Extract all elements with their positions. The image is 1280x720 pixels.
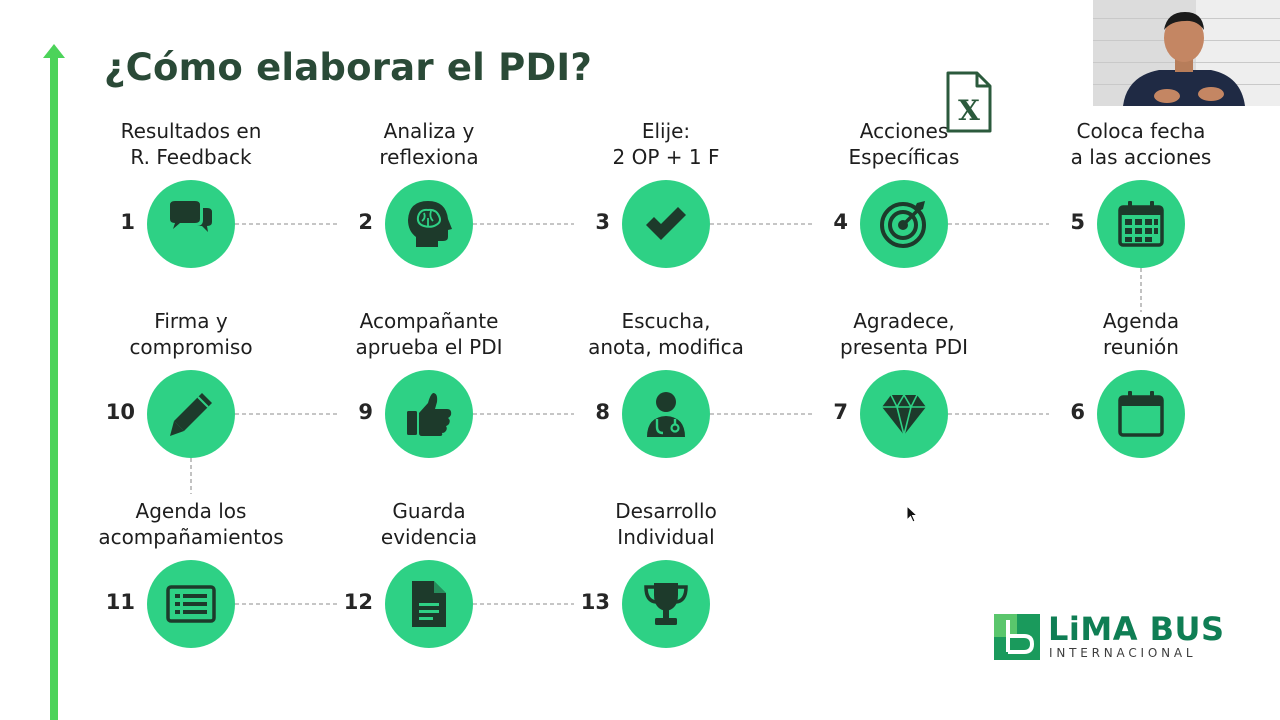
- document-icon: [412, 581, 446, 627]
- step-number: 3: [595, 210, 610, 234]
- step-label-line: Agradece,: [853, 309, 955, 333]
- step-circle: [147, 560, 235, 648]
- step-label-line: Coloca fecha: [1076, 119, 1206, 143]
- step-label-line: Resultados en: [120, 119, 262, 143]
- step-label-line: Firma y: [154, 309, 228, 333]
- vertical-accent-line: [50, 56, 58, 720]
- step-label-line: a las acciones: [1070, 145, 1212, 169]
- arrow-up-icon: [43, 44, 65, 58]
- step-circle: [385, 370, 473, 458]
- step-circle: [385, 180, 473, 268]
- mouse-cursor-icon: [906, 505, 918, 523]
- excel-file-icon: X: [946, 71, 992, 133]
- step-label-line: Guarda: [392, 499, 466, 523]
- step-label-line: presenta PDI: [840, 335, 968, 359]
- step-label: Elije:2 OP + 1 F: [541, 118, 791, 170]
- webcam-video: [1093, 0, 1280, 106]
- svg-text:X: X: [958, 94, 980, 127]
- step-circle: [1097, 370, 1185, 458]
- step-label-line: Elije:: [641, 119, 691, 143]
- step-label-line: Específicas: [848, 145, 960, 169]
- step-label-line: reflexiona: [379, 145, 479, 169]
- page-title: ¿Cómo elaborar el PDI?: [104, 46, 593, 89]
- step-circle: [1097, 180, 1185, 268]
- step-circle: [860, 370, 948, 458]
- step-label: Escucha,anota, modifica: [541, 308, 791, 360]
- bus-logo-icon: [994, 614, 1040, 660]
- step-number: 9: [358, 400, 373, 424]
- checkmark-icon: [646, 207, 686, 240]
- step-label-line: reunión: [1103, 335, 1179, 359]
- step-label-line: aprueba el PDI: [355, 335, 503, 359]
- list-card-icon: [166, 585, 216, 623]
- step-circle: [622, 370, 710, 458]
- step-label-line: Agenda: [1102, 309, 1180, 333]
- step-number: 6: [1070, 400, 1085, 424]
- step-circle: [860, 180, 948, 268]
- step-number: 1: [120, 210, 135, 234]
- thumbs-up-icon: [407, 393, 452, 436]
- doctor-icon: [647, 392, 685, 437]
- speech-bubbles-icon: [170, 201, 212, 232]
- step-label-line: anota, modifica: [588, 335, 744, 359]
- step-number: 11: [105, 590, 135, 614]
- step-label-line: Escucha,: [621, 309, 711, 333]
- step-label-line: Individual: [617, 525, 715, 549]
- target-icon: [880, 201, 926, 248]
- calendar-icon: [1118, 391, 1164, 437]
- step-label-line: Desarrollo: [615, 499, 717, 523]
- pencil-icon: [170, 393, 212, 436]
- diamond-icon: [882, 393, 926, 436]
- presenter-icon: [1123, 12, 1245, 106]
- step-circle: [147, 370, 235, 458]
- step-number: 2: [358, 210, 373, 234]
- brain-head-icon: [408, 201, 452, 247]
- step-label-line: 2 OP + 1 F: [612, 145, 720, 169]
- step-number: 8: [595, 400, 610, 424]
- logo-name: LiMA BUS: [1048, 610, 1225, 648]
- step-label-line: compromiso: [129, 335, 253, 359]
- step-label-line: Acciones: [859, 119, 949, 143]
- step-label-line: R. Feedback: [130, 145, 252, 169]
- trophy-icon: [644, 583, 688, 625]
- step-number: 7: [833, 400, 848, 424]
- calendar-grid-icon: [1118, 201, 1164, 247]
- step-label-line: Analiza y: [383, 119, 475, 143]
- step-number: 5: [1070, 210, 1085, 234]
- step-label-line: Agenda los: [135, 499, 247, 523]
- step-number: 4: [833, 210, 848, 234]
- step-label: Agradece,presenta PDI: [779, 308, 1029, 360]
- step-label-line: Acompañante: [359, 309, 499, 333]
- logo-subtitle: INTERNACIONAL: [1049, 646, 1197, 660]
- lima-bus-logo: LiMA BUS INTERNACIONAL: [994, 610, 1224, 662]
- step-circle: [385, 560, 473, 648]
- step-circle: [147, 180, 235, 268]
- step-circle: [622, 560, 710, 648]
- step-number: 10: [105, 400, 135, 424]
- step-number: 12: [343, 590, 373, 614]
- step-label-line: acompañamientos: [98, 525, 284, 549]
- step-number: 13: [580, 590, 610, 614]
- step-circle: [622, 180, 710, 268]
- step-label-line: evidencia: [380, 525, 478, 549]
